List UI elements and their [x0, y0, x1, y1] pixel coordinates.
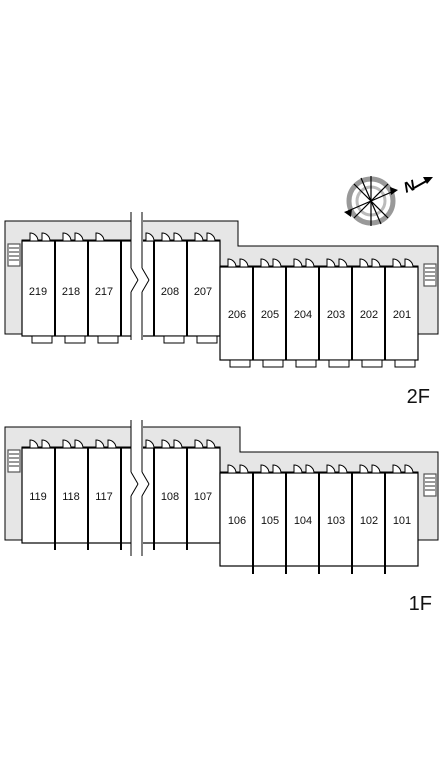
room-label: 105 — [261, 515, 279, 527]
north-arrow-icon: N — [344, 176, 433, 226]
room-label: 102 — [360, 515, 378, 527]
door-icons-1f — [29, 439, 414, 474]
room-label: 208 — [161, 286, 179, 298]
room-label: 219 — [29, 286, 47, 298]
floor-label: 2F — [407, 386, 430, 408]
room-label: 103 — [327, 515, 345, 527]
balconies-2f — [31, 335, 416, 368]
room-label: 204 — [294, 309, 312, 321]
room-label: 206 — [228, 309, 246, 321]
room-label: 217 — [95, 286, 113, 298]
room-dividers-2f — [54, 241, 386, 360]
stairs-icon — [7, 243, 437, 287]
door-icons-2f — [29, 232, 414, 268]
room-label: 118 — [62, 491, 80, 503]
room-label: 218 — [62, 286, 80, 298]
room-label: 108 — [161, 491, 179, 503]
room-label: 201 — [393, 309, 411, 321]
room-label: 117 — [95, 491, 113, 503]
stairs-icon — [7, 449, 437, 497]
break-line-1f — [130, 420, 150, 556]
room-label: 203 — [327, 309, 345, 321]
room-label: 205 — [261, 309, 279, 321]
room-label: 119 — [29, 491, 47, 503]
room-label: 207 — [194, 286, 212, 298]
room-label: 106 — [228, 515, 246, 527]
break-line-2f — [130, 212, 150, 340]
floor-1f: 119 118 117 108 107 106 105 104 103 102 … — [4, 420, 439, 615]
floor-label: 1F — [409, 593, 432, 615]
room-dividers-1f — [54, 448, 386, 574]
room-label: 202 — [360, 309, 378, 321]
floor-2f: 219 218 217 208 207 206 205 204 203 202 … — [4, 212, 439, 408]
room-label: 107 — [194, 491, 212, 503]
room-label: 104 — [294, 515, 312, 527]
room-label: 101 — [393, 515, 411, 527]
